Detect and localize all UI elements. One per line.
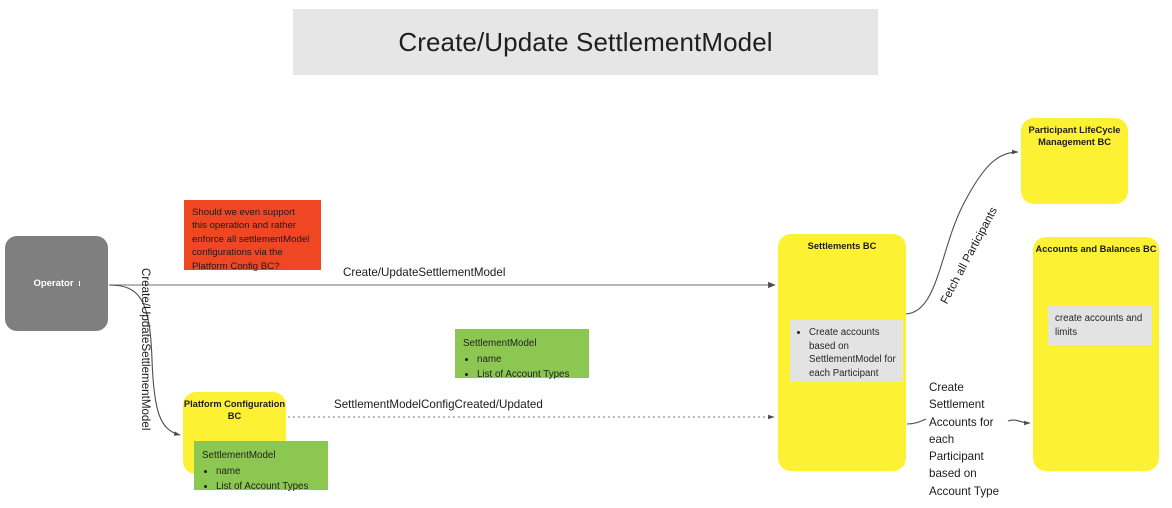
model-settlementmodel-standalone: SettlementModel name List of Account Typ… xyxy=(455,329,589,380)
edge-label-line: Create xyxy=(929,381,964,394)
settlementmodel-standalone-title: SettlementModel xyxy=(463,338,537,349)
operator-tick-icon xyxy=(78,280,80,286)
settlementmodel-platform-fields: name List of Account Types xyxy=(202,465,320,494)
settlementmodel-platform-title: SettlementModel xyxy=(202,450,276,461)
edge-label-line: based on xyxy=(929,467,977,481)
edge-label-create-update-settlementmodel: Create/UpdateSettlementModel xyxy=(343,266,506,279)
edge-label-line: Account Type xyxy=(929,484,1000,498)
edge-label-fetch-all-participants: Fetch all Participants xyxy=(938,204,1001,307)
question-note-line-3: enforce all settlementModel xyxy=(192,233,310,245)
model-settlementmodel-platform-config: SettlementModel name List of Account Typ… xyxy=(194,441,328,492)
node-operator[interactable]: Operator xyxy=(5,236,108,331)
edge-label-settlementmodel-config-created-updated: SettlementModelConfigCreated/Updated xyxy=(334,398,543,411)
note-accounts-create-accounts-limits: create accounts and limits xyxy=(1048,306,1152,345)
edge-label-create-update-settlementmodel-vertical: Create/UpdateSettlementModel xyxy=(139,268,152,431)
settlementmodel-platform-field: List of Account Types xyxy=(216,480,320,495)
settlementmodel-standalone-fields: name List of Account Types xyxy=(463,353,581,382)
edge-label-line: Settlement xyxy=(929,398,985,412)
question-note-line-4: configurations via the xyxy=(192,247,283,259)
question-note-line-5: Platform Config BC? xyxy=(192,260,280,272)
edge-settlements-to-participant-lifecycle xyxy=(905,149,1019,315)
operator-label: Operator xyxy=(33,278,80,289)
edge-settlements-to-accounts-left xyxy=(906,418,927,425)
note-open-question: Should we even support this operation an… xyxy=(184,200,321,272)
edge-settlements-to-accounts-right xyxy=(1007,419,1031,426)
participant-lifecycle-bc-title: Participant LifeCycle Management BC xyxy=(1028,125,1121,147)
settlements-bc-title: Settlements BC xyxy=(807,241,877,251)
settlements-note-list: Create accounts based on SettlementModel… xyxy=(797,326,896,380)
node-accounts-and-balances-bc[interactable]: Accounts and Balances BC xyxy=(1033,237,1159,471)
page-title: Create/Update SettlementModel xyxy=(398,26,773,57)
settlementmodel-standalone-field: List of Account Types xyxy=(477,368,581,383)
edge-label-line: Accounts for xyxy=(929,415,994,429)
accounts-balances-bc-title: Accounts and Balances BC xyxy=(1035,244,1157,254)
settlements-note-item: Create accounts based on SettlementModel… xyxy=(809,326,896,380)
settlementmodel-standalone-field: name xyxy=(477,353,581,368)
question-note-line-1: Should we even support xyxy=(192,207,295,218)
question-note-line-2: this operation and rather xyxy=(192,220,296,232)
platform-configuration-bc-title: Platform Configuration BC xyxy=(183,399,286,421)
accounts-note-text: create accounts and limits xyxy=(1055,313,1143,338)
edge-label-line: Participant xyxy=(929,450,984,464)
edge-label-line: each xyxy=(929,432,955,446)
diagram-title-banner: Create/Update SettlementModel xyxy=(293,9,878,75)
settlementmodel-platform-field: name xyxy=(216,465,320,480)
operator-label-text: Operator xyxy=(33,278,74,289)
edge-label-create-settlement-accounts: Create Settlement Accounts for each Part… xyxy=(929,379,1007,500)
node-participant-lifecycle-management-bc[interactable]: Participant LifeCycle Management BC xyxy=(1021,118,1128,204)
note-settlements-create-accounts: Create accounts based on SettlementModel… xyxy=(790,320,903,382)
